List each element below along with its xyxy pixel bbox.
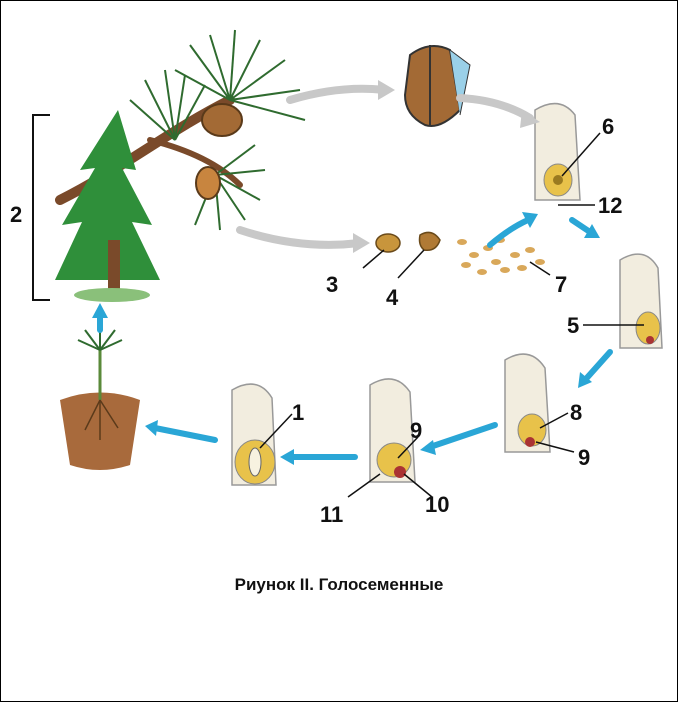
label-11: 11 xyxy=(320,502,343,527)
tree-bracket xyxy=(33,115,50,300)
label-7: 7 xyxy=(555,272,567,297)
cone-section-illustration xyxy=(405,45,470,126)
seedling-illustration xyxy=(60,328,140,470)
pine-tree-illustration xyxy=(55,110,160,302)
label-2: 2 xyxy=(10,202,22,227)
label-6: 6 xyxy=(602,114,614,139)
label-9: 9 xyxy=(410,418,422,443)
seed-3-illustration xyxy=(376,234,400,252)
ovule-stage-illustration xyxy=(370,379,415,482)
label-5: 5 xyxy=(567,313,579,338)
label-3: 3 xyxy=(326,272,338,297)
gray-arrow xyxy=(240,89,530,245)
female-cone-illustration xyxy=(202,104,242,136)
pollen-cluster xyxy=(457,237,545,275)
seed-4-illustration xyxy=(420,232,441,250)
figure-caption: Риунок II. Голосеменные xyxy=(0,575,678,595)
label-4: 4 xyxy=(386,285,399,310)
label-10: 10 xyxy=(425,492,449,517)
ovule-stage-illustration xyxy=(535,104,580,200)
ovule-stage-illustration xyxy=(505,354,550,452)
label-8: 8 xyxy=(570,400,582,425)
label-12: 12 xyxy=(598,193,622,218)
label-9: 9 xyxy=(578,445,590,470)
label-1: 1 xyxy=(292,400,304,425)
male-cone-illustration xyxy=(196,167,220,199)
embryo-stage-illustration xyxy=(232,384,276,485)
ovule-stage-illustration xyxy=(620,254,662,348)
